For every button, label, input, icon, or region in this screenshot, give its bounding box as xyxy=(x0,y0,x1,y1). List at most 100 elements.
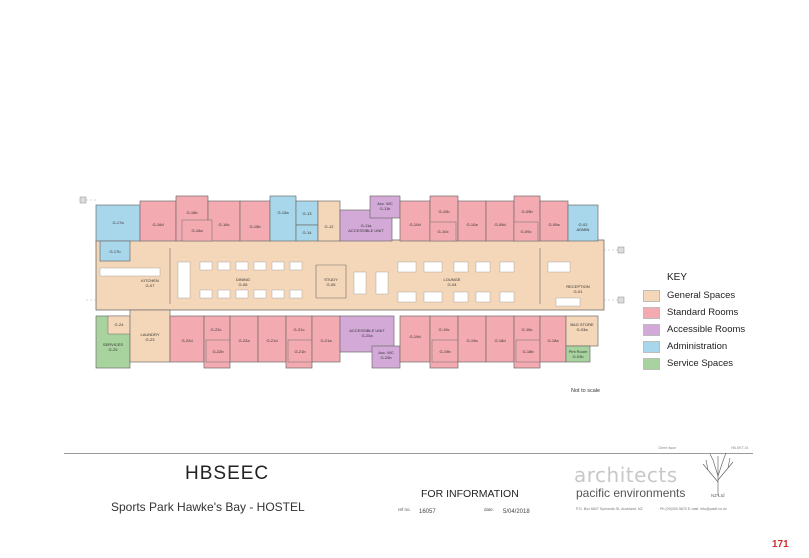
room-label-g-16b: G-16b xyxy=(186,210,198,215)
room-label-g-19c: G-19c xyxy=(439,327,450,332)
room-label-g-17a: G-17a xyxy=(112,220,124,225)
room-g09a xyxy=(539,200,569,242)
room-label-g-18d: G-18d xyxy=(494,338,505,343)
key-item-service: Service Spaces xyxy=(643,358,783,371)
room-g16c xyxy=(207,200,241,242)
room-label-g-10b: G-10b xyxy=(438,209,450,214)
room-label-g-09c: G-09c xyxy=(521,229,532,234)
south-wing xyxy=(95,309,599,369)
firm-po-box: P.O. Box 6607 Symonds St, Auckland, NZ xyxy=(576,507,643,511)
room-label-g-22d: G-22d xyxy=(181,338,192,343)
room-g10c xyxy=(429,221,457,242)
title-divider xyxy=(64,453,753,454)
project-subtitle: Sports Park Hawke's Bay - HOSTEL xyxy=(111,500,305,514)
room-label-g-19a: G-19a xyxy=(466,338,478,343)
room-label-g-24: G-24 xyxy=(115,322,125,327)
room-g20a xyxy=(339,315,395,353)
key-label: General Spaces xyxy=(667,290,736,301)
page-number: 171 xyxy=(772,539,789,550)
key-item-general: General Spaces xyxy=(643,290,783,303)
room-g21d xyxy=(257,315,287,363)
room-label-g-16a: G-16a xyxy=(191,228,203,233)
room-label-g-14: G-14 xyxy=(303,230,313,235)
room-label-g-12: G-12 xyxy=(325,224,335,229)
room-label-g-22a: G-22a xyxy=(238,338,250,343)
room-label-g-17b: G-17b xyxy=(109,249,121,254)
room-label-g-09b: G-09b xyxy=(521,209,533,214)
scale-note: Not to scale xyxy=(571,388,601,394)
room-g18a xyxy=(539,315,567,363)
key-item-admin: Administration xyxy=(643,341,783,354)
room-g09c xyxy=(513,221,539,242)
room-g17a xyxy=(95,204,141,242)
room-label-g-15a: G-15a xyxy=(277,210,289,215)
client-issue: Client issue xyxy=(658,446,677,450)
key-swatch xyxy=(643,358,660,370)
room-label-g-09a: G-09a xyxy=(548,222,560,227)
room-g03a xyxy=(565,315,599,347)
room-label-g-19b: G-19b xyxy=(439,349,451,354)
client-code: HB-SKT-01 xyxy=(731,446,749,450)
room-labels: G-17aG-17bG-16dG-16bG-16cG-16aG-15bG-15a… xyxy=(103,201,594,360)
dining-furniture xyxy=(99,261,303,299)
project-title: HBSEEC xyxy=(185,463,270,484)
room-g22a xyxy=(229,315,259,363)
room-label-g-15b: G-15b xyxy=(249,224,261,229)
ref-value: 16057 xyxy=(419,509,436,515)
key-title: KEY xyxy=(667,272,688,283)
ref-label: ref no. xyxy=(398,507,411,512)
room-label-g-18a: G-18a xyxy=(547,338,559,343)
room-g19a xyxy=(457,315,487,363)
room-g18d xyxy=(485,315,515,363)
room-g09d xyxy=(485,200,515,242)
room-g16d xyxy=(139,200,177,242)
lounge-furniture xyxy=(353,261,581,307)
room-g03b xyxy=(565,345,591,363)
key-label: Accessible Rooms xyxy=(667,324,746,335)
room-label-g-19d: G-19d xyxy=(409,334,420,339)
room-g19d xyxy=(399,315,431,363)
key-label: Administration xyxy=(667,341,728,352)
north-wing xyxy=(95,195,599,262)
firm-name-line1: architects xyxy=(574,463,678,487)
key-swatch xyxy=(643,324,660,336)
room-g15b xyxy=(239,200,271,242)
room-label-g-10a: G-10a xyxy=(466,222,478,227)
room-g17b xyxy=(99,240,131,262)
key-swatch xyxy=(643,290,660,302)
key-swatch xyxy=(643,341,660,353)
room-label-g-13: G-13 xyxy=(303,211,313,216)
room-g16a xyxy=(181,219,213,242)
status-label: FOR INFORMATION xyxy=(421,488,519,500)
room-label-g-10d: G-10d xyxy=(409,222,420,227)
room-label-g-21c: G-21c xyxy=(294,327,305,332)
interior-walls xyxy=(169,248,541,304)
room-label-g-18c: G-18c xyxy=(522,327,533,332)
grid-markers xyxy=(86,199,618,301)
key-label: Standard Rooms xyxy=(667,307,739,318)
room-label-g-21b: G-21b xyxy=(294,349,306,354)
room-g10a xyxy=(457,200,487,242)
key-item-accessible: Accessible Rooms xyxy=(643,324,783,337)
room-label-g-16d: G-16d xyxy=(152,222,163,227)
tree-logo-icon xyxy=(702,452,734,496)
firm-name-line2: pacific environments xyxy=(576,486,686,500)
firm-phone: Ph (09)300-5870 E-mail: info@pacif.co.nz xyxy=(660,507,727,511)
room-label-g-21a: G-21a xyxy=(320,338,332,343)
key-item-standard: Standard Rooms xyxy=(643,307,783,320)
